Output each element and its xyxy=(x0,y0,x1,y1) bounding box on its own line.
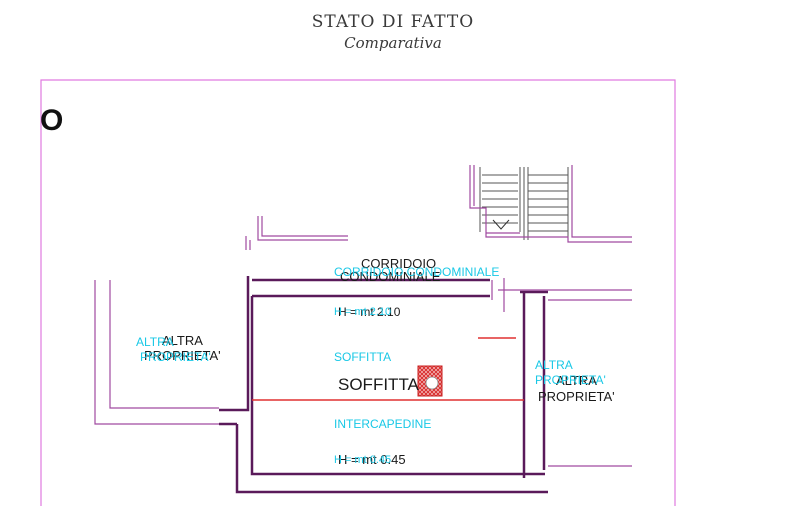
height-lower-overlay: H = mt 0.45 xyxy=(334,454,391,466)
left-neighbor-overlay-line2: PROPRIETA' xyxy=(140,350,211,364)
corridor-label-line2: CONDOMINIALE xyxy=(340,269,441,284)
staircase xyxy=(479,167,569,240)
left-neighbor-overlay-line1: ALTRA xyxy=(136,335,174,349)
corridor-label-line1: CORRIDOIO xyxy=(361,256,436,271)
drawing-subtitle: Comparativa xyxy=(344,34,442,52)
corridor-overlay: CORRIDOIO CONDOMINIALE xyxy=(334,265,499,279)
main-walls xyxy=(219,276,548,494)
north-mark: O xyxy=(40,104,63,137)
chimney-icon xyxy=(425,376,439,390)
right-neighbor-line1: ALTRA xyxy=(556,373,597,388)
height-upper-overlay: H = mt 2.10 xyxy=(334,306,391,318)
right-neighbor-line2: PROPRIETA' xyxy=(538,389,615,404)
outer-walls-thin xyxy=(94,278,632,467)
interspace-overlay: INTERCAPEDINE xyxy=(334,417,431,431)
right-neighbor-overlay-line1: ALTRA xyxy=(535,358,573,372)
interspace-line xyxy=(252,337,524,401)
drawing-frame xyxy=(40,79,676,506)
height-upper-label: H = mt 2.10 xyxy=(338,305,401,319)
room-label: SOFFITTA xyxy=(338,375,420,394)
room-overlay: SOFFITTA xyxy=(334,350,391,364)
height-lower-label: H = mt 0.45 xyxy=(338,452,406,467)
left-neighbor-line2: PROPRIETA' xyxy=(144,348,221,363)
stair-walls xyxy=(469,165,632,243)
drawing-title: STATO DI FATTO xyxy=(311,12,475,32)
corridor-walls xyxy=(245,216,348,250)
right-neighbor-overlay-line2: PROPRIETA' xyxy=(535,373,606,387)
left-neighbor-line1: ALTRA xyxy=(162,333,203,348)
